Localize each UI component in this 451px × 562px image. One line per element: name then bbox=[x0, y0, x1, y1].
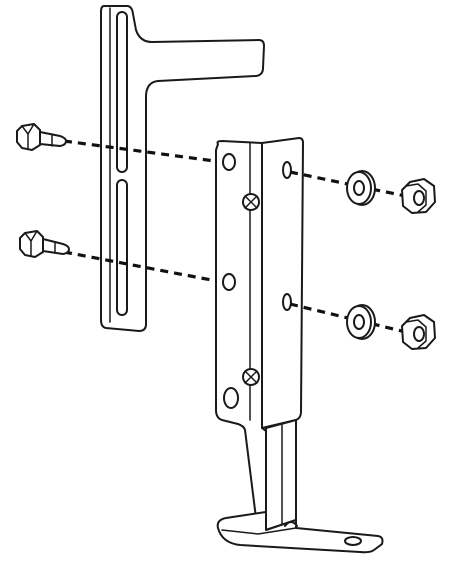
upper-assembly-line bbox=[63, 139, 223, 164]
face-hole-upper bbox=[222, 153, 236, 171]
foot-plate bbox=[216, 511, 384, 554]
foot-hole bbox=[344, 536, 362, 546]
hex-nut-upper bbox=[401, 178, 436, 214]
vertical-post bbox=[265, 419, 297, 531]
angle-bracket bbox=[215, 137, 384, 554]
front-face bbox=[215, 140, 267, 535]
bolt-lower bbox=[19, 230, 70, 258]
flange-hole-upper bbox=[282, 161, 292, 179]
hex-nut-lower bbox=[401, 314, 436, 350]
washer-lower bbox=[346, 304, 376, 340]
face-hole-bottom bbox=[223, 387, 239, 409]
washer-upper bbox=[346, 170, 376, 206]
rivet-upper bbox=[242, 193, 260, 211]
face-hole-lower bbox=[222, 273, 236, 291]
assembly-lines bbox=[63, 139, 223, 284]
side-flange bbox=[261, 137, 304, 429]
upper-slot bbox=[116, 11, 128, 173]
foot-notch bbox=[284, 521, 298, 527]
bolt-upper bbox=[16, 123, 67, 151]
lower-slot bbox=[116, 179, 128, 316]
flange-hole-lower bbox=[282, 293, 292, 311]
slotted-bracket bbox=[100, 5, 265, 332]
rivet-lower bbox=[242, 368, 260, 386]
